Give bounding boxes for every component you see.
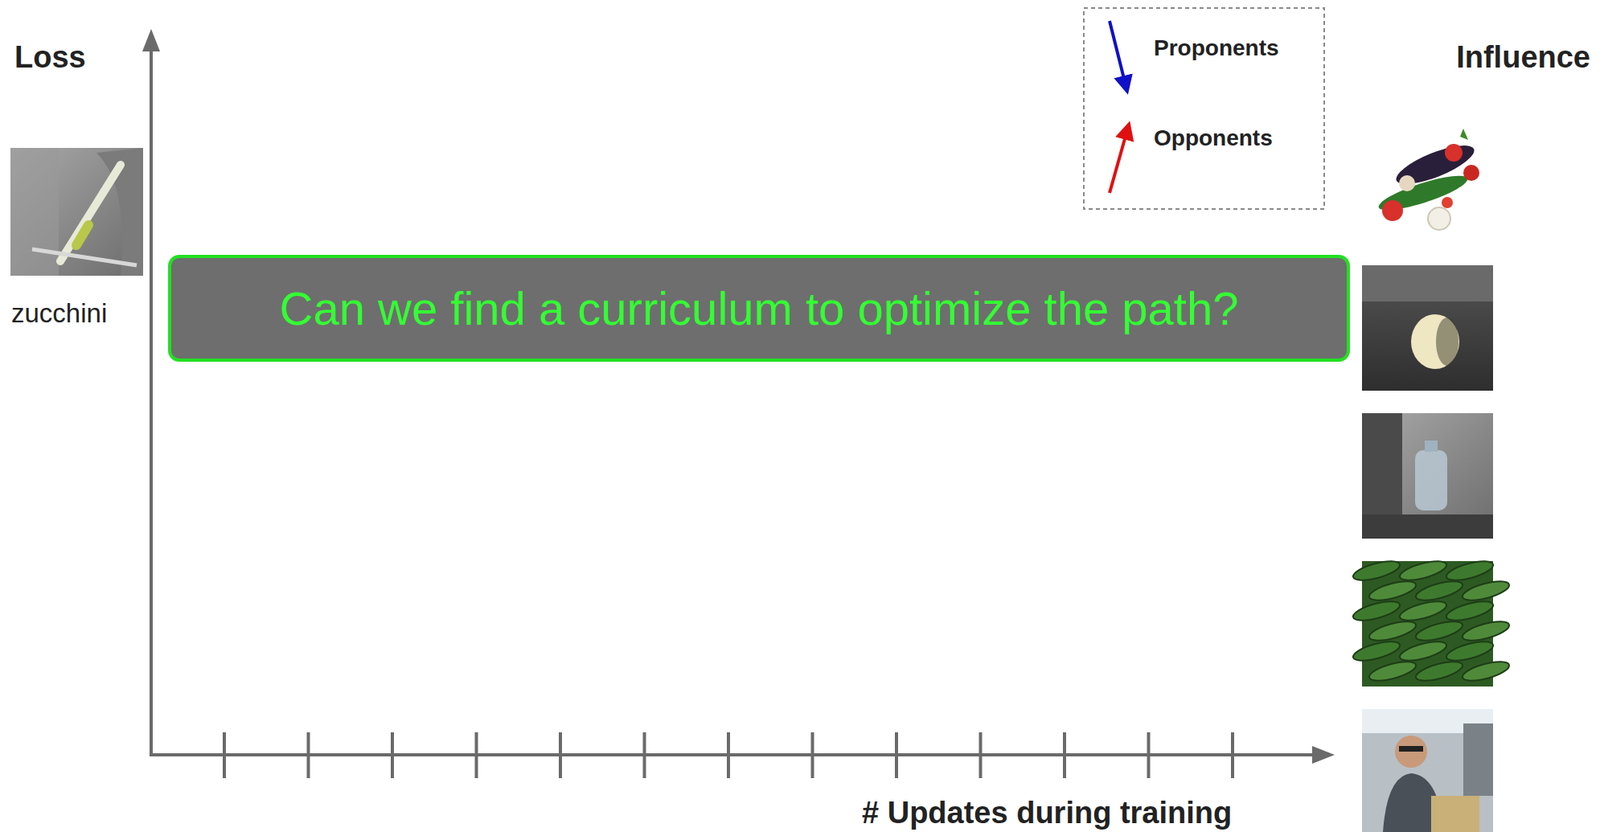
- zucchini-pile-image: [1351, 557, 1512, 687]
- zucchini-shape: [1367, 658, 1419, 686]
- zucchini-shape: [1367, 578, 1419, 605]
- axis-tick: [222, 732, 226, 779]
- axis-tick: [894, 732, 899, 779]
- legend-box: [1083, 8, 1325, 210]
- zucchini-shape: [1367, 618, 1419, 645]
- zucchini-shape: [1414, 658, 1465, 686]
- zucchini-shape: [1444, 598, 1496, 625]
- x-axis: [149, 753, 1316, 757]
- axis-ticks: [224, 732, 1233, 779]
- zucchini-shape: [1460, 578, 1512, 605]
- axis-tick: [475, 732, 479, 779]
- x-axis-arrow: [1312, 746, 1335, 764]
- axis-title: # Updates during training: [861, 795, 1232, 832]
- bottle-image: [1362, 413, 1494, 539]
- zucchini-shape: [1351, 598, 1403, 625]
- zucchini-shape: [1351, 557, 1403, 585]
- zucchini-shape: [1398, 638, 1449, 665]
- squash-image: [1362, 265, 1494, 391]
- zucchini-shape: [1444, 557, 1496, 585]
- axis-tick: [1230, 732, 1235, 779]
- axis-tick: [726, 732, 731, 779]
- legend-label: Opponents: [1153, 125, 1273, 152]
- axes: [142, 28, 1335, 779]
- axis-tick: [811, 732, 815, 779]
- query-image: [10, 147, 144, 276]
- zucchini-shape: [1460, 658, 1512, 686]
- zucchini-shape: [1398, 557, 1449, 585]
- zucchini-shape: [1444, 638, 1496, 665]
- zucchini-shape: [1398, 598, 1449, 625]
- image-caption: zucchini: [11, 298, 107, 329]
- proponent-arrow: [1109, 20, 1126, 86]
- axis-tick: [1062, 732, 1067, 779]
- zucchini-shape: [1414, 578, 1465, 605]
- legend-label: Proponents: [1153, 35, 1280, 62]
- axis-tick: [1147, 732, 1151, 779]
- axis-tick: [979, 732, 983, 779]
- question-banner: Can we find a curriculum to optimize the…: [168, 254, 1350, 362]
- driver-image: [1362, 709, 1494, 832]
- zucchini-shape: [1351, 638, 1403, 665]
- column-title: Influence: [1456, 40, 1591, 76]
- opponent-arrow: [1109, 130, 1128, 193]
- question-text: Can we find a curriculum to optimize the…: [279, 281, 1239, 336]
- y-axis: [149, 46, 153, 755]
- axis-tick: [643, 732, 647, 779]
- vegetables-image: [1375, 128, 1480, 230]
- y-axis-arrow: [142, 28, 160, 52]
- zucchini-shape: [1460, 618, 1512, 645]
- axis-tick: [558, 732, 563, 779]
- axis-title: Loss: [14, 40, 87, 76]
- zucchini-shape: [1414, 618, 1465, 645]
- axis-tick: [307, 732, 311, 779]
- axis-tick: [390, 732, 394, 779]
